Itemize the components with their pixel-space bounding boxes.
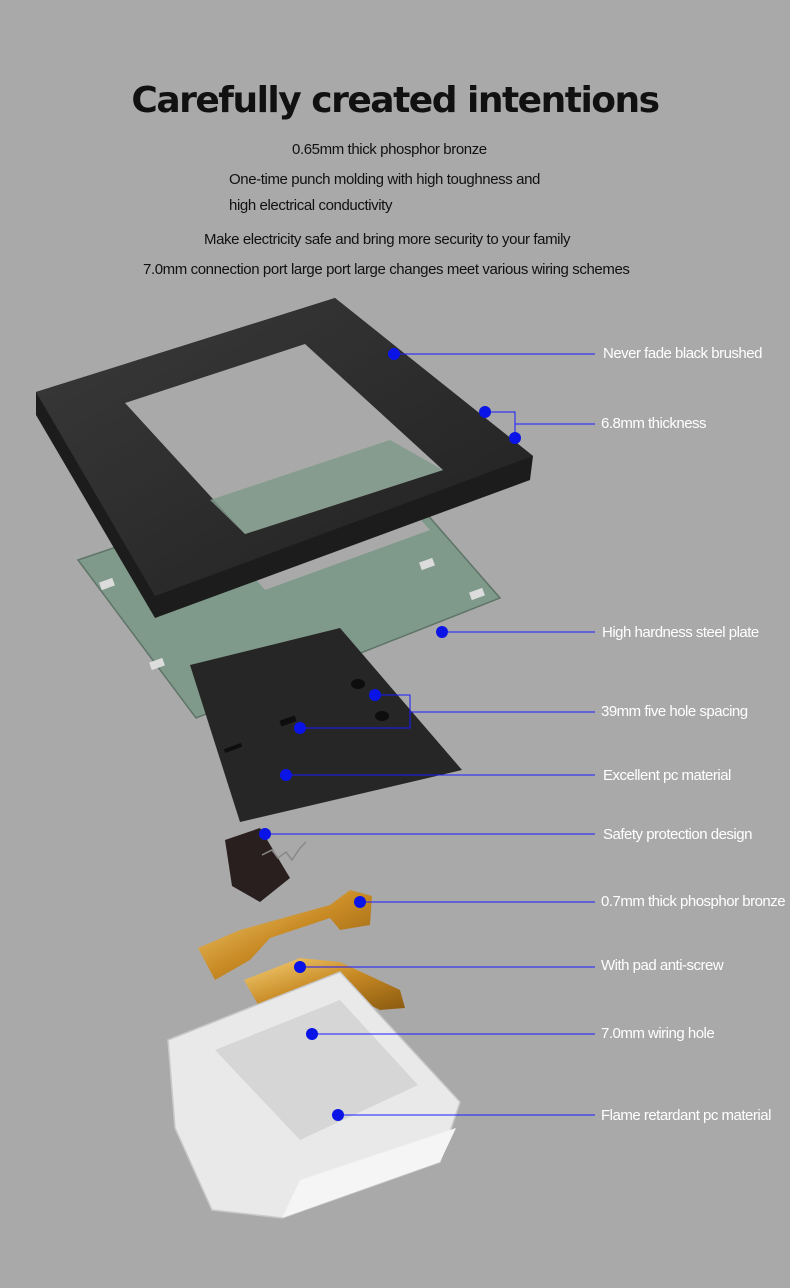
callout-label-anti-screw: With pad anti-screw <box>601 957 724 974</box>
callout-label-pc-material: Excellent pc material <box>603 767 731 784</box>
callout-label-flame-retardant: Flame retardant pc material <box>601 1107 771 1124</box>
header-line-4: Make electricity safe and bring more sec… <box>204 231 571 248</box>
callout-label-thickness: 6.8mm thickness <box>601 415 707 432</box>
safety-shutter-shape <box>225 828 307 902</box>
header-line-2: One-time punch molding with high toughne… <box>229 171 540 188</box>
header-line-1: 0.65mm thick phosphor bronze <box>292 141 487 158</box>
housing-shape <box>167 971 461 1219</box>
callout-dots <box>259 348 521 1121</box>
callout-label-phosphor-bronze: 0.7mm thick phosphor bronze <box>601 893 786 910</box>
header-line-5: 7.0mm connection port large port large c… <box>143 261 630 278</box>
callout-label-hole-spacing: 39mm five hole spacing <box>601 703 748 720</box>
frame-shape <box>36 298 533 618</box>
callout-label-wiring-hole: 7.0mm wiring hole <box>601 1025 715 1042</box>
callout-label-brushed-finish: Never fade black brushed <box>603 345 762 362</box>
header-line-3: high electrical conductivity <box>229 197 393 214</box>
callout-lines <box>265 353 595 1116</box>
page-title: Carefully created intentions <box>131 80 660 121</box>
pc-plate-shape <box>190 628 462 822</box>
callout-label-steel-plate: High hardness steel plate <box>602 624 759 641</box>
callout-label-safety-protection: Safety protection design <box>603 826 752 843</box>
